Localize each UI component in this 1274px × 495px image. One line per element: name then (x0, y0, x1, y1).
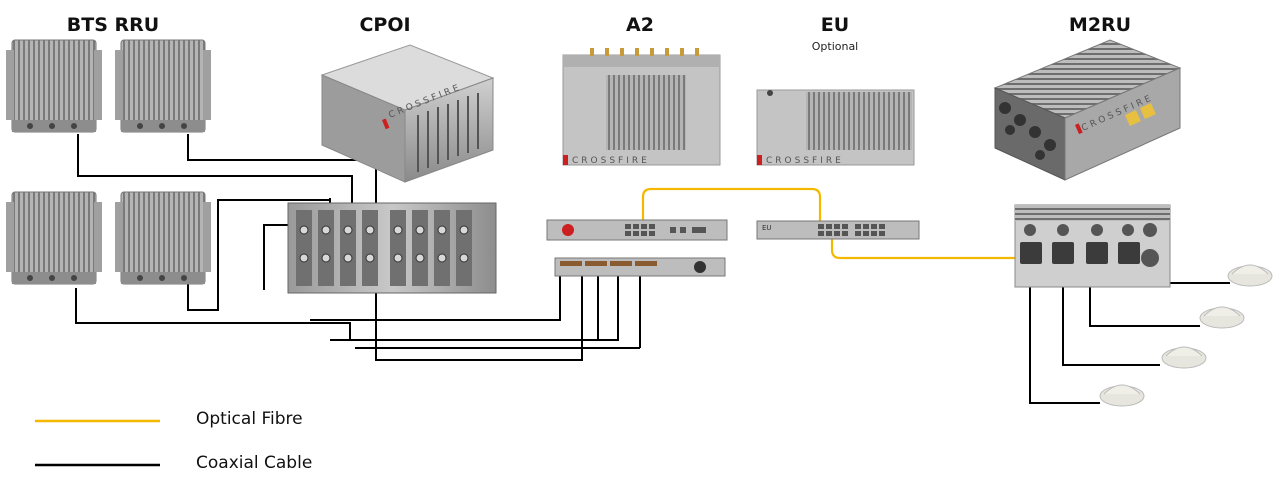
a2-device: CROSSFIRE (562, 48, 721, 166)
eu-rack-unit: EU (756, 220, 920, 240)
bts-rru-unit-3 (6, 191, 102, 285)
bts-rru-unit-1 (6, 39, 102, 133)
antenna-2 (1199, 306, 1245, 329)
antenna-4 (1099, 384, 1145, 407)
a2-coax-rack-unit (554, 257, 726, 277)
legend-fibre-label: Optical Fibre (196, 409, 303, 429)
m2ru-front-unit (1014, 204, 1171, 288)
m2ru-device: CROSSFIRE (993, 39, 1182, 181)
optical-fibres (641, 187, 1030, 260)
cpoi-device: CROSSFIRE (320, 44, 495, 183)
a2-brand-text: CROSSFIRE (572, 156, 650, 166)
eu-brand-text: CROSSFIRE (766, 156, 844, 166)
antenna-1 (1227, 264, 1273, 287)
antenna-3 (1161, 346, 1207, 369)
eu-label: EU (820, 14, 850, 36)
eu-rack-text: EU (762, 224, 772, 232)
legend-coax-label: Coaxial Cable (196, 453, 313, 473)
bts-rru-unit-2 (115, 39, 211, 133)
cpoi-label: CPOI (359, 14, 411, 36)
eu-device: CROSSFIRE (756, 89, 915, 166)
eu-optional-label: Optional (811, 40, 859, 53)
a2-label: A2 (626, 14, 654, 36)
bts-rru-label: BTS RRU (66, 14, 160, 36)
cpoi-rack-panel (287, 202, 497, 294)
m2ru-label: M2RU (1068, 14, 1132, 36)
a2-rack-unit (546, 219, 728, 241)
bts-rru-unit-4 (115, 191, 211, 285)
